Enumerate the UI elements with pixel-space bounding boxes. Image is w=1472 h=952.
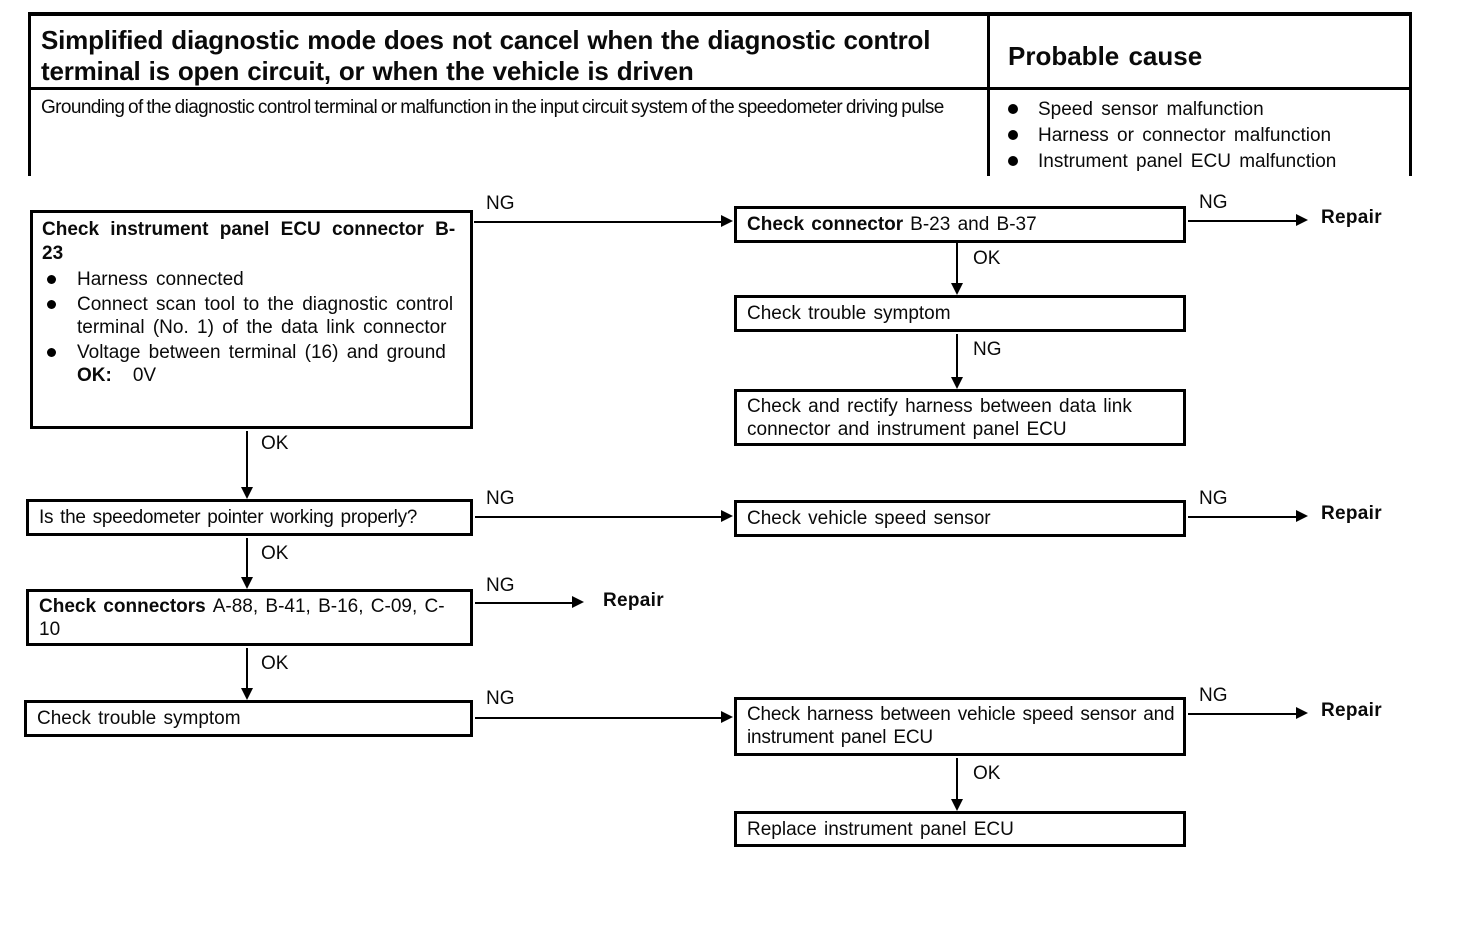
arrow-box2-to-box3 — [956, 243, 958, 284]
arrow-box7-to-repair — [475, 602, 573, 604]
box-text: Check harness between vehicle speed sens… — [747, 704, 1175, 748]
box-speedometer-question: Is the speedometer pointer working prope… — [26, 499, 473, 536]
repair-label: Repair — [1321, 207, 1382, 228]
box-title: Check instrument panel ECU connector B-2… — [42, 219, 456, 264]
ng-label: NG — [486, 575, 515, 596]
arrowhead-down-icon — [951, 377, 963, 389]
box-text-bold: Check connector — [747, 214, 904, 235]
checklist-text: Voltage between terminal (16) and ground — [77, 342, 446, 363]
probable-cause-list: Speed sensor malfunction Harness or conn… — [990, 90, 1409, 176]
ok-spec-row: OK: 0V — [77, 364, 462, 387]
arrowhead-down-icon — [951, 283, 963, 295]
arrow-box7-to-box8 — [246, 648, 248, 689]
repair-label: Repair — [603, 590, 664, 611]
box-rectify-harness: Check and rectify harness between data l… — [734, 389, 1186, 446]
ng-label: NG — [486, 488, 515, 509]
arrowhead-down-icon — [951, 799, 963, 811]
cause-text: Speed sensor malfunction — [1038, 99, 1264, 120]
checklist-text: Harness connected — [77, 269, 244, 290]
arrow-box5-to-box6 — [475, 516, 722, 518]
arrow-box6-to-repair — [1188, 516, 1298, 518]
cause-text: Instrument panel ECU malfunction — [1038, 151, 1337, 172]
bullet-icon — [1008, 104, 1018, 114]
box-check-trouble-symptom-lower: Check trouble symptom — [24, 700, 473, 737]
bullet-icon — [1008, 130, 1018, 140]
probable-cause-header: Probable cause — [990, 16, 1409, 90]
ng-label: NG — [1199, 488, 1228, 509]
ok-spec-label: OK: — [77, 365, 112, 386]
arrowhead-down-icon — [241, 487, 253, 499]
checklist-item: Connect scan tool to the diagnostic cont… — [42, 293, 462, 339]
box-check-ecu-connector: Check instrument panel ECU connector B-2… — [30, 210, 473, 429]
box-text-bold: Check connectors — [39, 596, 206, 617]
ok-label: OK — [261, 433, 289, 454]
arrow-box5-to-box7 — [246, 538, 248, 578]
bullet-icon — [47, 300, 56, 309]
arrowhead-right-icon — [572, 596, 584, 608]
checklist-item: Harness connected — [42, 268, 462, 291]
arrow-box1-to-box2 — [474, 221, 722, 223]
problem-title: Simplified diagnostic mode does not canc… — [31, 16, 990, 90]
box-text: Check vehicle speed sensor — [747, 508, 991, 529]
box-text: Check and rectify harness between data l… — [747, 396, 1132, 440]
arrowhead-right-icon — [1296, 707, 1308, 719]
box-text: A-88, B-41, B-16, C-09, C-10 — [39, 596, 445, 640]
box-text: Replace instrument panel ECU — [747, 818, 1014, 840]
checklist-text: Connect scan tool to the diagnostic cont… — [77, 294, 454, 338]
ng-label: NG — [1199, 685, 1228, 706]
box-replace-ecu: Replace instrument panel ECU — [734, 811, 1186, 847]
arrow-box8-to-box9 — [475, 717, 722, 719]
arrow-box9-to-repair — [1188, 713, 1298, 715]
cause-item: Harness or connector malfunction — [1002, 124, 1409, 147]
problem-description: Grounding of the diagnostic control term… — [31, 90, 990, 176]
box-text: Is the speedometer pointer working prope… — [39, 507, 418, 528]
arrowhead-down-icon — [241, 577, 253, 589]
bullet-icon — [47, 275, 56, 284]
bullet-icon — [1008, 156, 1018, 166]
ok-label: OK — [261, 653, 289, 674]
box-text: Check trouble symptom — [747, 303, 951, 324]
arrow-box2-to-repair — [1188, 220, 1298, 222]
box-check-speed-sensor: Check vehicle speed sensor — [734, 500, 1186, 537]
box-check-harness-vss: Check harness between vehicle speed sens… — [734, 697, 1186, 756]
arrow-box3-to-box4 — [956, 334, 958, 378]
arrowhead-right-icon — [1296, 214, 1308, 226]
repair-label: Repair — [1321, 700, 1382, 721]
cause-text: Harness or connector malfunction — [1038, 125, 1332, 146]
arrowhead-right-icon — [721, 215, 733, 227]
ok-spec-value: 0V — [132, 365, 157, 386]
cause-item: Speed sensor malfunction — [1002, 98, 1409, 121]
box-check-trouble-symptom-upper: Check trouble symptom — [734, 295, 1186, 332]
ng-label: NG — [973, 339, 1002, 360]
box-text: Check trouble symptom — [37, 708, 241, 729]
box-text: B-23 and B-37 — [910, 214, 1037, 235]
arrowhead-right-icon — [721, 711, 733, 723]
ng-label: NG — [486, 193, 515, 214]
box-check-connector-b23-b37: Check connector B-23 and B-37 — [734, 206, 1186, 243]
arrowhead-right-icon — [721, 510, 733, 522]
repair-label: Repair — [1321, 503, 1382, 524]
arrowhead-down-icon — [241, 688, 253, 700]
ok-label: OK — [973, 248, 1001, 269]
ng-label: NG — [486, 688, 515, 709]
cause-item: Instrument panel ECU malfunction — [1002, 150, 1409, 173]
header-table: Simplified diagnostic mode does not canc… — [28, 12, 1412, 176]
arrow-box1-to-box5 — [246, 431, 248, 488]
arrowhead-right-icon — [1296, 510, 1308, 522]
ng-label: NG — [1199, 192, 1228, 213]
arrow-box9-to-box10 — [956, 758, 958, 800]
checklist-item: Voltage between terminal (16) and ground — [42, 341, 462, 364]
ok-label: OK — [973, 763, 1001, 784]
ok-label: OK — [261, 543, 289, 564]
bullet-icon — [47, 348, 56, 357]
